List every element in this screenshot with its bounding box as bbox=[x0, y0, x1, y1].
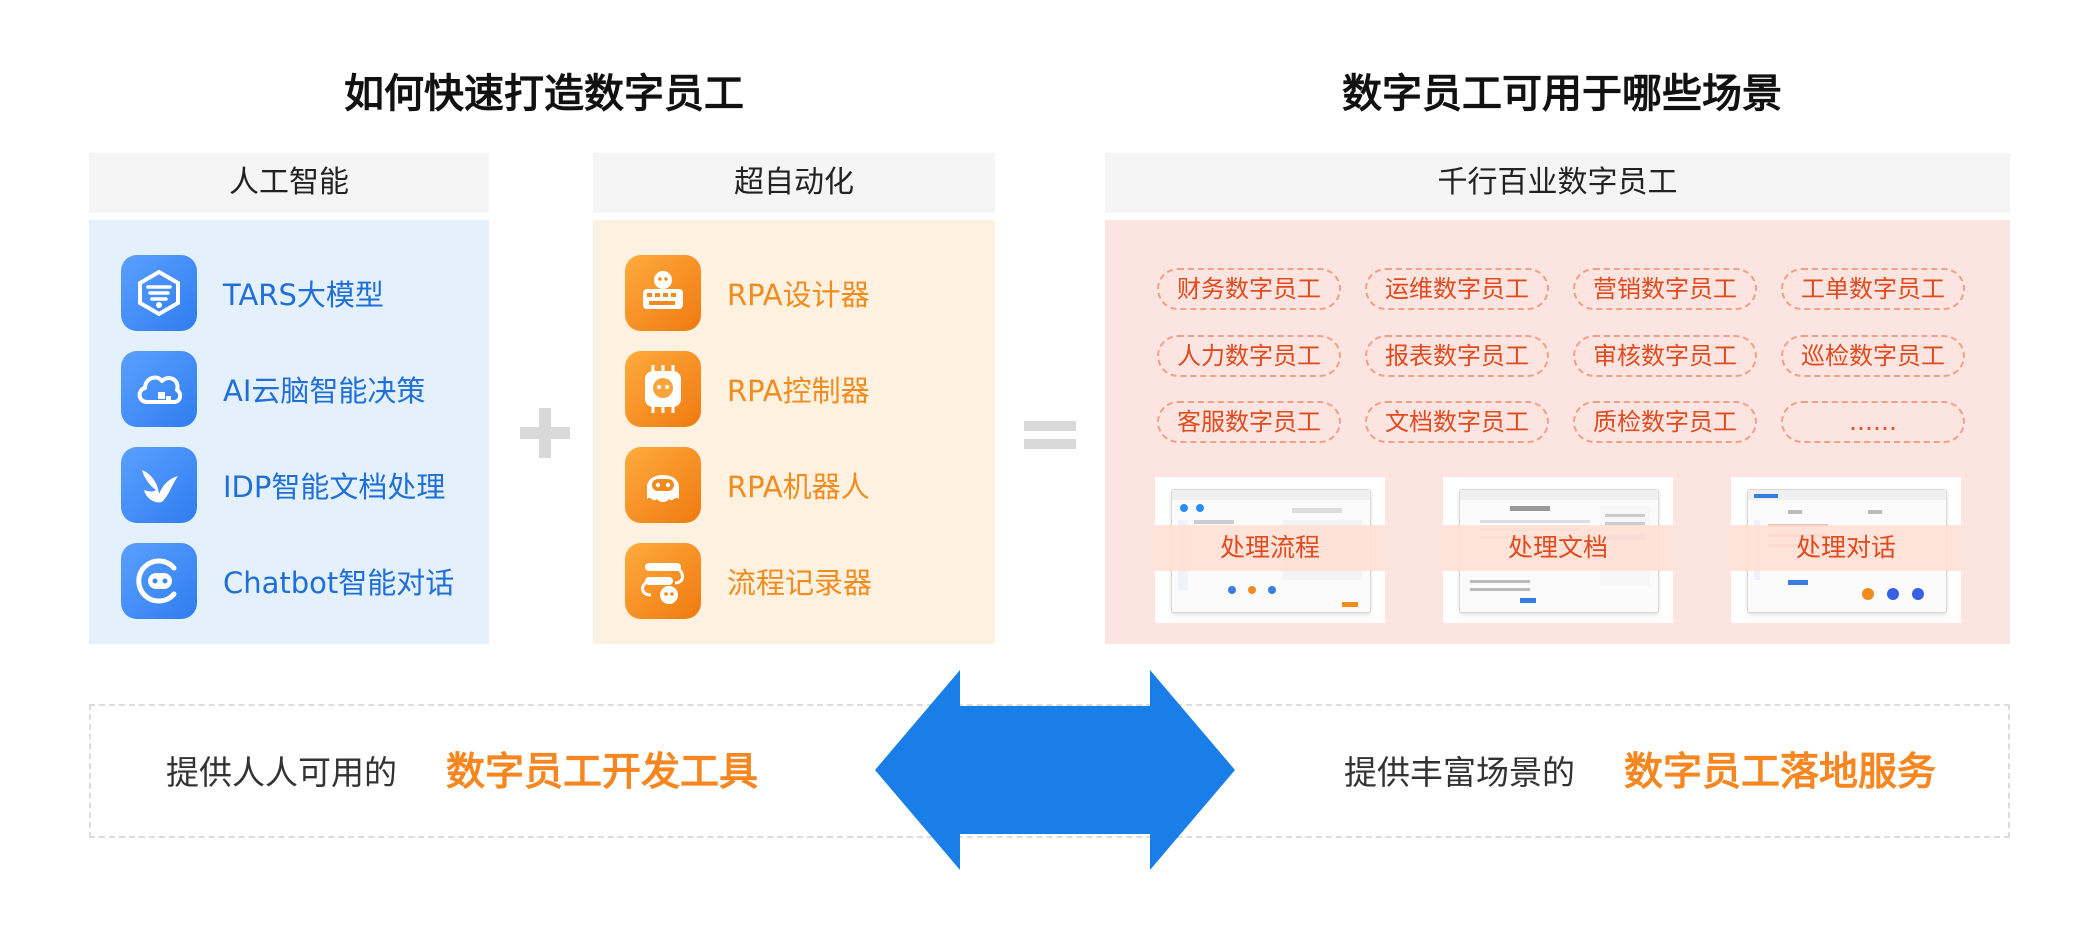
rpa-column-panel: RPA设计器 RPA控制器 RPA机器人 bbox=[593, 220, 995, 644]
scenario-tag: 财务数字员工 bbox=[1157, 268, 1341, 310]
rpa-controller-icon bbox=[625, 351, 701, 427]
rpa-tool-item: RPA机器人 bbox=[625, 446, 870, 524]
ai-tool-item: TARS大模型 bbox=[121, 254, 384, 332]
industry-column-header: 千行百业数字员工 bbox=[1105, 153, 2010, 213]
ai-tool-label: TARS大模型 bbox=[223, 278, 384, 312]
scenario-tag: 人力数字员工 bbox=[1157, 335, 1341, 377]
dialog-screenshot: 处理对话 bbox=[1731, 477, 1961, 623]
ai-tool-item: Chatbot智能对话 bbox=[121, 542, 454, 620]
scenario-tag: …… bbox=[1781, 401, 1965, 443]
document-screenshot: 处理文档 bbox=[1443, 477, 1673, 623]
ai-tool-item: IDP智能文档处理 bbox=[121, 446, 445, 524]
industry-column-panel: 财务数字员工 运维数字员工 营销数字员工 工单数字员工 人力数字员工 报表数字员… bbox=[1105, 220, 2010, 644]
bottom-left-highlight: 数字员工开发工具 bbox=[446, 750, 759, 795]
rpa-designer-icon bbox=[625, 255, 701, 331]
screenshot-label-band bbox=[1155, 525, 1385, 571]
scenario-tag: 工单数字员工 bbox=[1781, 268, 1965, 310]
rpa-tool-label: RPA控制器 bbox=[727, 374, 870, 408]
screenshot-label-band bbox=[1731, 525, 1961, 571]
rpa-tool-item: RPA控制器 bbox=[625, 350, 870, 428]
scenario-tag: 报表数字员工 bbox=[1365, 335, 1549, 377]
rpa-tool-label: RPA机器人 bbox=[727, 470, 870, 504]
bottom-summary-box bbox=[89, 704, 2010, 838]
scenario-tag: 质检数字员工 bbox=[1573, 401, 1757, 443]
ai-tool-label: IDP智能文档处理 bbox=[223, 470, 446, 504]
scenario-tag: 文档数字员工 bbox=[1365, 401, 1549, 443]
rpa-tool-item: 流程记录器 bbox=[625, 542, 872, 620]
screenshot-label-band bbox=[1443, 525, 1673, 571]
double-arrow-icon bbox=[875, 666, 1235, 874]
left-section-title: 如何快速打造数字员工 bbox=[344, 71, 744, 117]
tars-model-icon bbox=[121, 255, 197, 331]
ai-cloud-brain-icon bbox=[121, 351, 197, 427]
scenario-tag: 审核数字员工 bbox=[1573, 335, 1757, 377]
scenario-tag: 客服数字员工 bbox=[1157, 401, 1341, 443]
rpa-tool-label: RPA设计器 bbox=[727, 278, 870, 312]
rpa-tool-label: 流程记录器 bbox=[727, 566, 873, 600]
idp-bird-icon bbox=[121, 447, 197, 523]
ai-tool-label: AI云脑智能决策 bbox=[223, 374, 426, 408]
screenshot-label: 处理流程 bbox=[1219, 533, 1320, 562]
screenshot-label: 处理文档 bbox=[1507, 533, 1608, 562]
bottom-right-text: 提供丰富场景的 bbox=[1344, 753, 1575, 792]
rpa-tool-item: RPA设计器 bbox=[625, 254, 870, 332]
right-section-title: 数字员工可用于哪些场景 bbox=[1342, 71, 1782, 117]
process-recorder-icon bbox=[625, 543, 701, 619]
rpa-column-header: 超自动化 bbox=[593, 153, 995, 213]
rpa-robot-icon bbox=[625, 447, 701, 523]
screenshot-label: 处理对话 bbox=[1795, 533, 1896, 562]
plus-icon bbox=[510, 398, 580, 468]
ai-tool-label: Chatbot智能对话 bbox=[223, 566, 455, 600]
equals-icon bbox=[1018, 405, 1082, 465]
chatbot-icon bbox=[121, 543, 197, 619]
bottom-right-highlight: 数字员工落地服务 bbox=[1624, 750, 1937, 795]
scenario-tag: 营销数字员工 bbox=[1573, 268, 1757, 310]
bottom-left-text: 提供人人可用的 bbox=[166, 753, 397, 792]
scenario-tag: 运维数字员工 bbox=[1365, 268, 1549, 310]
ai-column-header: 人工智能 bbox=[89, 153, 489, 213]
process-flow-screenshot: 处理流程 bbox=[1155, 477, 1385, 623]
scenario-tag: 巡检数字员工 bbox=[1781, 335, 1965, 377]
ai-tool-item: AI云脑智能决策 bbox=[121, 350, 425, 428]
ai-column-panel: TARS大模型 AI云脑智能决策 IDP智能文档处理 bbox=[89, 220, 489, 644]
